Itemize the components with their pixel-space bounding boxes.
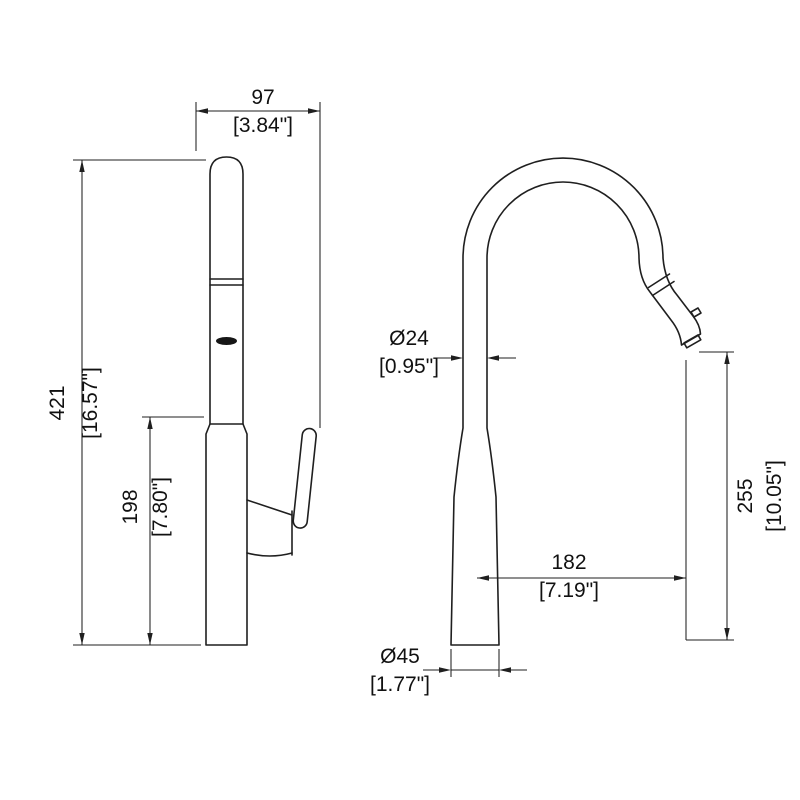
arrowhead	[147, 633, 153, 645]
arrowhead	[724, 628, 730, 640]
dim-base-diameter-inches: [1.77"]	[370, 673, 430, 696]
dim-base-diameter: Ø45 [1.77"]	[370, 645, 527, 696]
arrowhead	[308, 108, 320, 114]
arrowhead	[487, 355, 499, 361]
dim-top-width-value: 97	[251, 86, 274, 109]
dim-spout-reach-value: 182	[551, 551, 586, 574]
arrowhead	[674, 575, 686, 581]
spray-nozzle-tip	[683, 334, 702, 349]
dim-outlet-height-inches: [10.05"]	[763, 460, 786, 532]
dim-spout-reach: 182 [7.19"]	[477, 360, 687, 640]
dim-spout-diameter-inches: [0.95"]	[379, 355, 439, 378]
dim-spout-reach-inches: [7.19"]	[539, 579, 599, 602]
spray-head-ring-line	[647, 273, 671, 289]
arrowhead	[439, 667, 451, 673]
dim-total-height: 421 [16.57"]	[46, 159, 206, 646]
arrowhead	[196, 108, 208, 114]
dim-body-height: 198 [7.80"]	[119, 416, 204, 645]
spray-head-ring-line	[651, 280, 675, 297]
dim-outlet-height: 255 [10.05"]	[686, 351, 786, 641]
arrowhead	[477, 575, 489, 581]
dim-total-height-value: 421	[46, 385, 69, 420]
side-handle-lever	[292, 427, 318, 529]
side-aerator-opening	[216, 337, 237, 345]
side-view-faucet	[205, 156, 318, 646]
dim-body-height-inches: [7.80"]	[149, 477, 172, 537]
front-view-faucet	[450, 157, 702, 646]
front-faucet-outline	[450, 157, 702, 646]
spray-toggle-button	[690, 307, 702, 318]
side-handle-socket-bottom	[246, 552, 293, 557]
arrowhead	[79, 633, 85, 645]
arrowhead	[724, 352, 730, 364]
dim-top-width: 97 [3.84"]	[195, 86, 321, 428]
side-handle-socket-top	[246, 499, 293, 516]
dim-outlet-height-value: 255	[734, 478, 757, 513]
arrowhead	[79, 160, 85, 172]
dim-total-height-inches: [16.57"]	[79, 367, 102, 439]
dim-body-height-value: 198	[119, 489, 142, 524]
dimension-annotations: 97 [3.84"] 421 [16.57"] 198 [7.80"]	[46, 86, 786, 696]
dim-base-diameter-value: Ø45	[380, 645, 420, 668]
dim-spout-diameter: Ø24 [0.95"]	[379, 327, 516, 378]
arrowhead	[499, 667, 511, 673]
arrowhead	[147, 417, 153, 429]
dim-top-width-inches: [3.84"]	[233, 114, 293, 137]
side-body-outline	[205, 156, 248, 646]
arrowhead	[451, 355, 463, 361]
dim-spout-diameter-value: Ø24	[389, 327, 429, 350]
